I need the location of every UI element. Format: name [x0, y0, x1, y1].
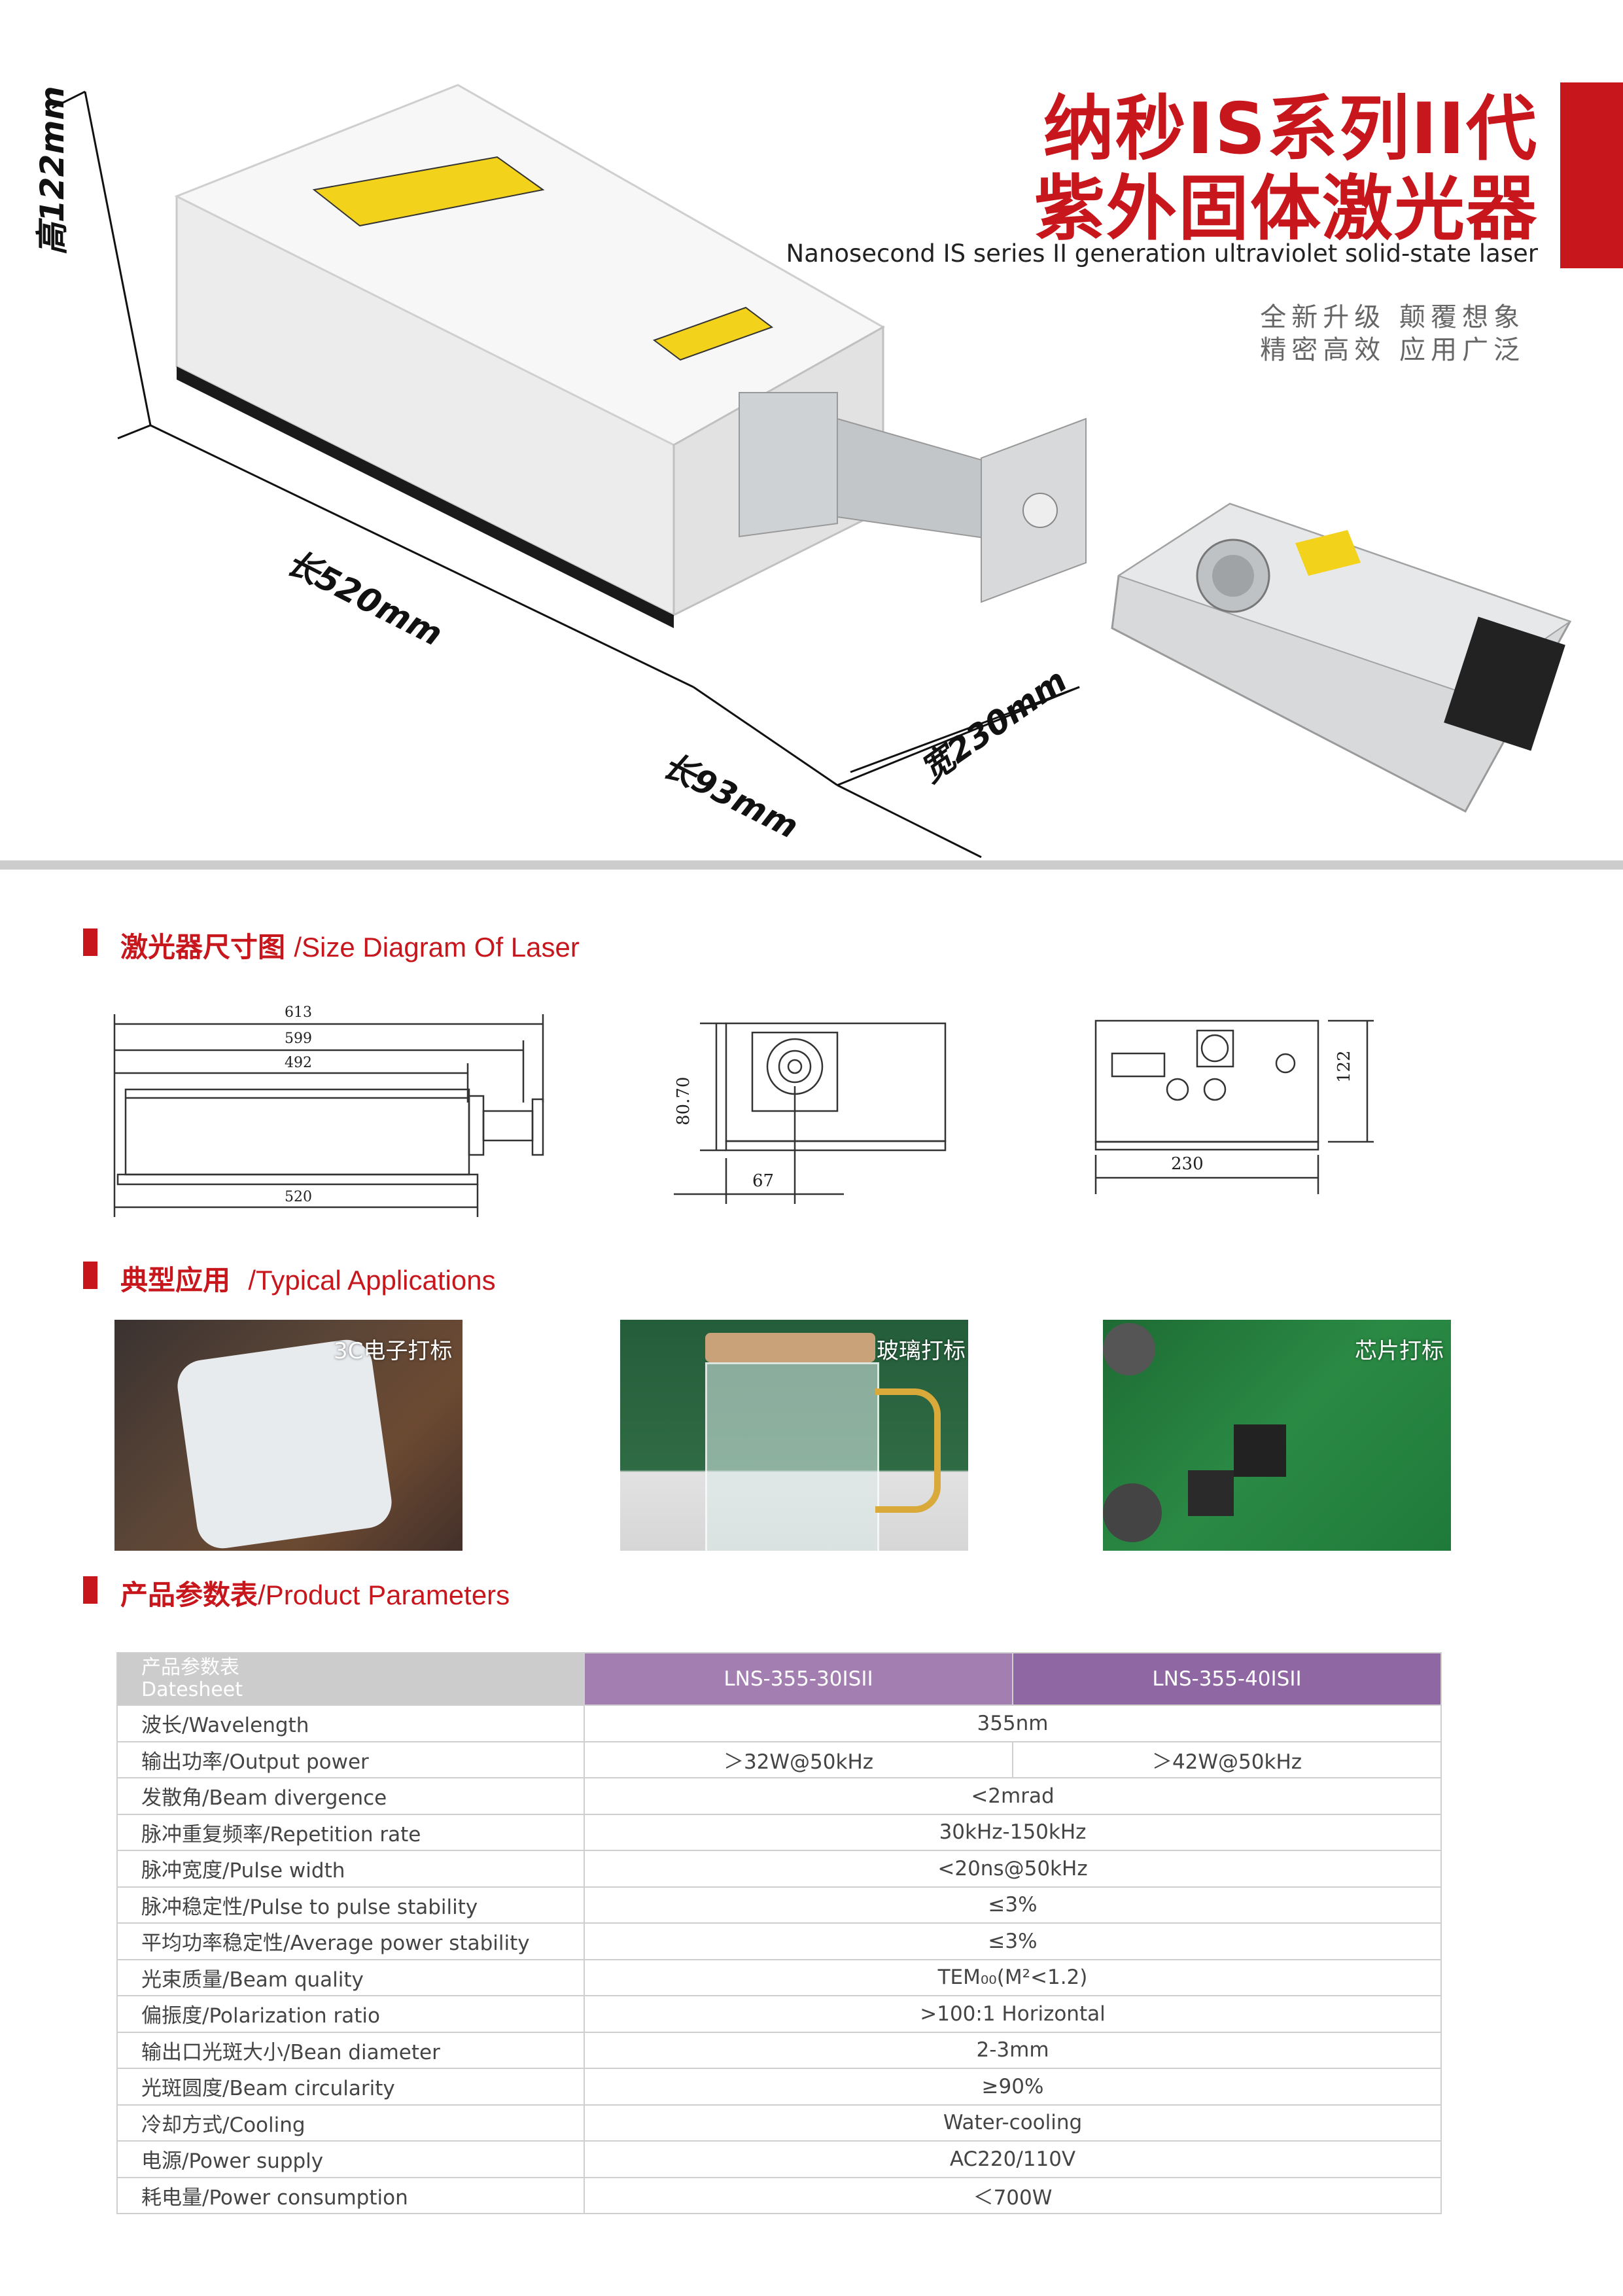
dim-80-70: 80.70: [674, 1076, 693, 1125]
section-marker-params: [83, 1576, 97, 1604]
row-label: 光束质量/Beam quality: [116, 1958, 585, 1996]
app-photo-chip: 芯片打标: [1103, 1320, 1451, 1551]
row-label: 偏振度/Polarization ratio: [116, 1995, 585, 2033]
connector: [1103, 1483, 1162, 1542]
row-label: 脉冲宽度/Pulse width: [116, 1850, 585, 1888]
size-diagram: [113, 1014, 1374, 1217]
params-table: 产品参数表 Datesheet LNS-355-30ISII LNS-355-4…: [116, 1652, 1442, 2214]
section-title-apps-cn: 典型应用: [120, 1264, 231, 1296]
row-label: 发散角/Beam divergence: [116, 1777, 585, 1815]
row-label: 耗电量/Power consumption: [116, 2176, 585, 2214]
row-label: 电源/Power supply: [116, 2140, 585, 2178]
table-header-label-cn: 产品参数表: [141, 1656, 239, 1679]
table-row: 冷却方式/Cooling Water-cooling: [116, 2104, 1442, 2142]
row-value: 2-3mm: [584, 2031, 1442, 2069]
row-label: 光斑圆度/Beam circularity: [116, 2068, 585, 2106]
app-photo-glass: 玻璃打标: [620, 1320, 968, 1551]
row-label: 输出口光斑大小/Bean diameter: [116, 2031, 585, 2069]
dim-230: 230: [1171, 1154, 1204, 1174]
table-row: 平均功率稳定性/Average power stability ≤3%: [116, 1922, 1442, 1960]
table-row: 光束质量/Beam quality TEM₀₀(M²<1.2): [116, 1958, 1442, 1996]
app-label-chip: 芯片打标: [1355, 1338, 1444, 1364]
table-row: 偏振度/Polarization ratio >100:1 Horizontal: [116, 1995, 1442, 2033]
table-row: 电源/Power supply AC220/110V: [116, 2140, 1442, 2178]
app-photo-3c: 3C电子打标: [114, 1320, 462, 1551]
table-header-row: 产品参数表 Datesheet LNS-355-30ISII LNS-355-4…: [116, 1652, 1442, 1706]
section-title-size: 激光器尺寸图 /Size Diagram Of Laser: [120, 925, 580, 965]
subtitle-english: Nanosecond IS series II generation ultra…: [786, 239, 1538, 268]
table-row: 波长/Wavelength 355nm: [116, 1704, 1442, 1742]
row-value: TEM₀₀(M²<1.2): [584, 1958, 1442, 1996]
dim-122: 122: [1335, 1050, 1354, 1083]
row-value-model-2: ＞42W@50kHz: [1012, 1740, 1442, 1778]
table-row: 光斑圆度/Beam circularity ≥90%: [116, 2068, 1442, 2106]
section-title-apps-en: /Typical Applications: [248, 1265, 496, 1296]
table-header-label-en: Datesheet: [141, 1678, 243, 1701]
row-value: 30kHz-150kHz: [584, 1813, 1442, 1851]
jar-handle: [875, 1388, 941, 1513]
row-value-model-1: ＞32W@50kHz: [584, 1740, 1013, 1778]
slogan-line-2: 精密高效 应用广泛: [1260, 335, 1525, 365]
header-accent-bar: [1560, 82, 1623, 268]
row-value: >100:1 Horizontal: [584, 1995, 1442, 2033]
title-line-1: 纳秒IS系列II代: [1043, 88, 1538, 170]
charger-shape: [174, 1336, 395, 1551]
row-label: 脉冲重复频率/Repetition rate: [116, 1813, 585, 1851]
row-label: 冷却方式/Cooling: [116, 2104, 585, 2142]
section-marker-size: [83, 928, 97, 956]
row-value: <20ns@50kHz: [584, 1850, 1442, 1888]
table-row: 脉冲宽度/Pulse width <20ns@50kHz: [116, 1850, 1442, 1888]
table-row: 耗电量/Power consumption ＜700W: [116, 2176, 1442, 2214]
dim-613: 613: [285, 1004, 312, 1021]
table-row: 输出口光斑大小/Bean diameter 2-3mm: [116, 2031, 1442, 2069]
table-row: 输出功率/Output power ＞32W@50kHz ＞42W@50kHz: [116, 1740, 1442, 1778]
table-header-model-1: LNS-355-30ISII: [584, 1652, 1013, 1706]
row-label: 输出功率/Output power: [116, 1740, 585, 1778]
chip-2: [1188, 1470, 1234, 1516]
row-value: AC220/110V: [584, 2140, 1442, 2178]
section-marker-apps: [83, 1262, 97, 1289]
section-title-size-cn: 激光器尺寸图: [120, 931, 286, 963]
row-value: Water-cooling: [584, 2104, 1442, 2142]
row-value: ≤3%: [584, 1886, 1442, 1924]
section-divider: [0, 860, 1623, 870]
title-line-2: 紫外固体激光器: [1034, 168, 1538, 250]
glass-jar: [705, 1362, 879, 1551]
app-label-glass: 玻璃打标: [877, 1338, 966, 1364]
product-illustration: [52, 84, 1572, 858]
dim-599: 599: [285, 1031, 312, 1047]
dim-520: 520: [285, 1189, 312, 1205]
jar-lid: [705, 1333, 875, 1362]
table-row: 发散角/Beam divergence <2mrad: [116, 1777, 1442, 1815]
row-value: ≤3%: [584, 1922, 1442, 1960]
table-row: 脉冲稳定性/Pulse to pulse stability ≤3%: [116, 1886, 1442, 1924]
chip-1: [1234, 1424, 1286, 1477]
row-value: 355nm: [584, 1704, 1442, 1742]
section-title-size-en: /Size Diagram Of Laser: [294, 932, 580, 963]
section-title-params-cn: 产品参数表: [120, 1579, 258, 1611]
table-row: 脉冲重复频率/Repetition rate 30kHz-150kHz: [116, 1813, 1442, 1851]
section-title-params: 产品参数表/Product Parameters: [120, 1573, 510, 1613]
dim-67: 67: [752, 1171, 775, 1191]
section-title-apps: 典型应用 /Typical Applications: [120, 1258, 496, 1298]
row-label: 平均功率稳定性/Average power stability: [116, 1922, 585, 1960]
row-label: 脉冲稳定性/Pulse to pulse stability: [116, 1886, 585, 1924]
table-header-label: 产品参数表 Datesheet: [116, 1652, 585, 1706]
app-label-3c: 3C电子打标: [334, 1338, 453, 1364]
table-header-model-2: LNS-355-40ISII: [1012, 1652, 1442, 1706]
connector-2: [1103, 1323, 1155, 1375]
dim-height-label: 高122mm: [33, 86, 71, 255]
row-value: ≥90%: [584, 2068, 1442, 2106]
row-value: ＜700W: [584, 2176, 1442, 2214]
row-value: <2mrad: [584, 1777, 1442, 1815]
dim-492: 492: [285, 1055, 312, 1071]
slogan-line-1: 全新升级 颠覆想象: [1260, 302, 1525, 332]
row-label: 波长/Wavelength: [116, 1704, 585, 1742]
section-title-params-en: /Product Parameters: [258, 1580, 510, 1610]
